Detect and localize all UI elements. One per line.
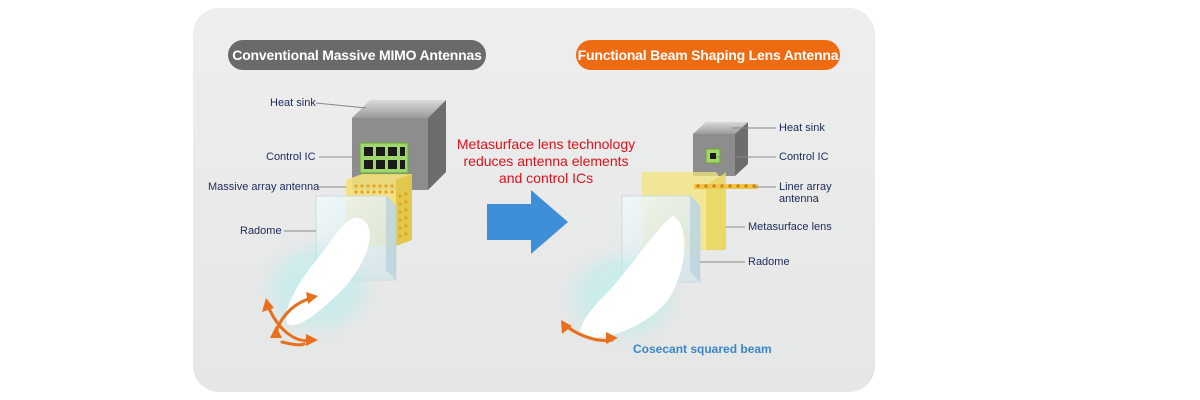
right-leader-lines	[700, 127, 776, 263]
transition-arrow	[487, 190, 568, 254]
conventional-title-badge: Conventional Massive MIMO Antennas	[228, 40, 486, 70]
center-description: Metasurface lens technology reduces ante…	[440, 136, 652, 187]
right-label-heat-sink: Heat sink	[779, 122, 825, 134]
functional-title-badge: Functional Beam Shaping Lens Antenna	[576, 40, 840, 70]
right-tilt-arrow	[561, 320, 618, 344]
cosecant-beam-caption: Cosecant squared beam	[633, 342, 772, 356]
left-label-massive-array-antenna: Massive array antenna	[208, 181, 320, 193]
right-liner-array-antenna	[694, 184, 758, 189]
left-beam	[250, 217, 386, 346]
right-label-liner-array-1: Liner array	[779, 181, 832, 193]
left-label-radome: Radome	[240, 225, 282, 237]
left-leader-lines	[284, 102, 367, 232]
center-line-1: Metasurface lens technology	[456, 136, 636, 152]
right-label-control-ic: Control IC	[779, 151, 829, 163]
left-arrow-heads	[262, 292, 318, 346]
right-beam	[552, 216, 692, 352]
right-control-ic	[705, 148, 721, 164]
center-line-2: reduces antenna elements	[463, 153, 629, 169]
right-label-liner-array-2: antenna	[779, 193, 819, 205]
right-label-metasurface-lens: Metasurface lens	[748, 221, 832, 233]
left-label-heat-sink: Heat sink	[270, 97, 316, 109]
center-line-3: and control ICs	[498, 170, 594, 186]
right-label-radome: Radome	[748, 256, 790, 268]
left-label-control-ic: Control IC	[266, 151, 316, 163]
left-control-ic	[359, 142, 409, 174]
